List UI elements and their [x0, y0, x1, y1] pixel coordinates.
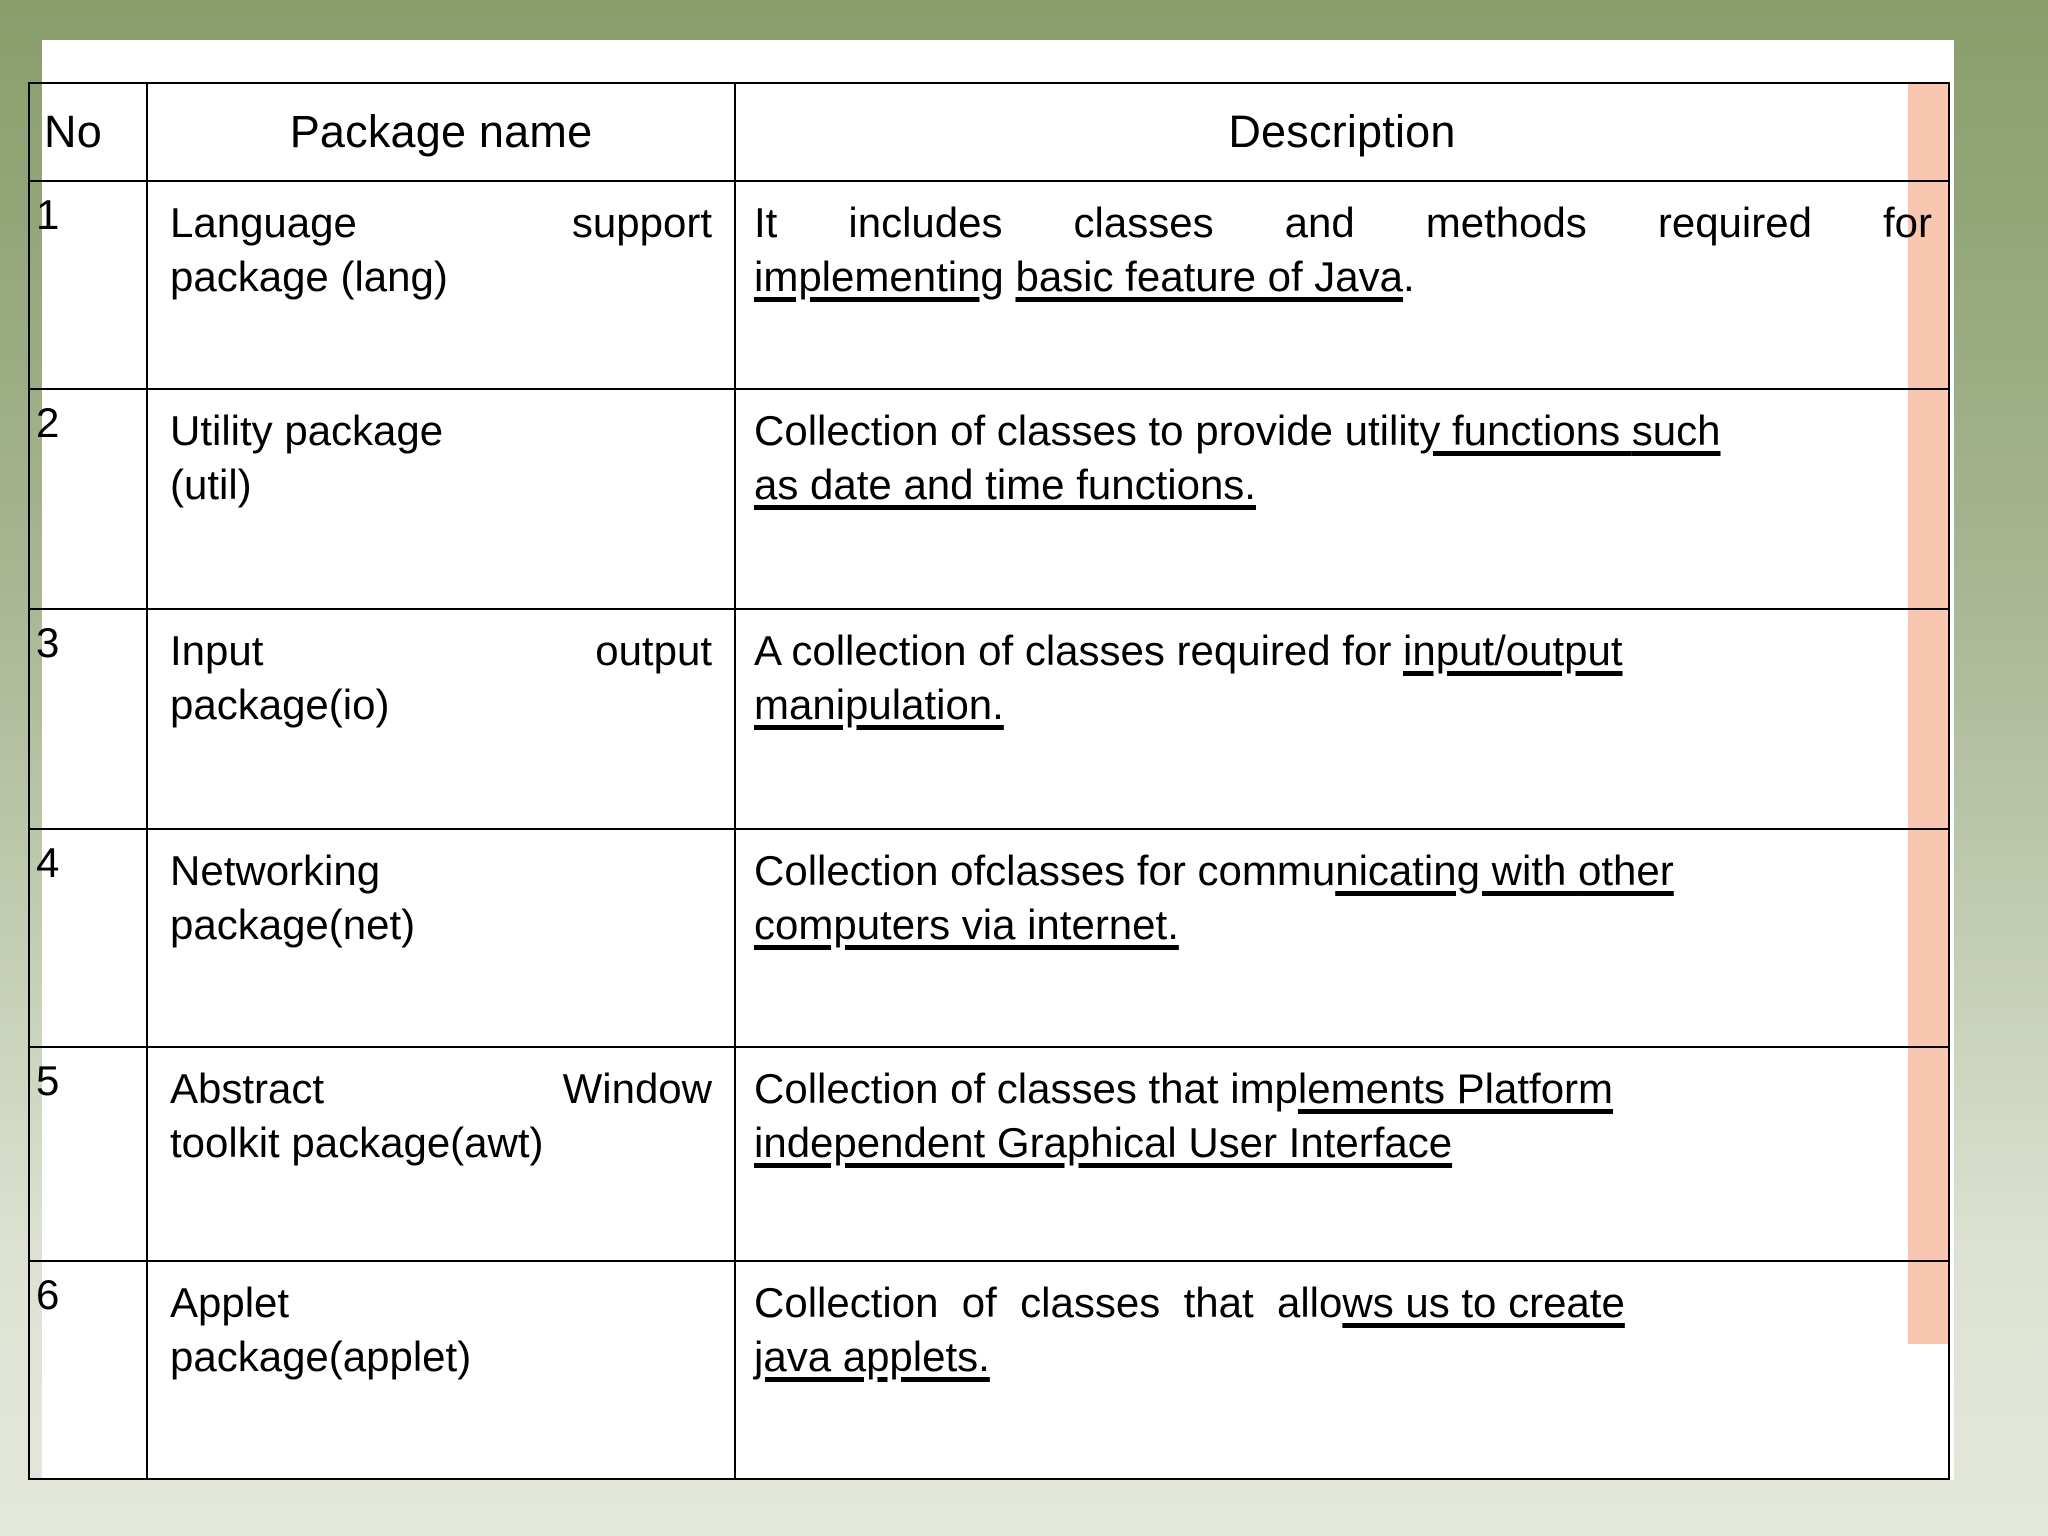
description-cell: Collection of classes to provide utility…: [734, 388, 1950, 610]
description-word: and: [1284, 199, 1355, 246]
description-text: A collection of classes required for: [754, 627, 1403, 674]
package-name-cell: Applet package(applet): [146, 1260, 736, 1480]
row-number-cell: 6: [28, 1260, 148, 1480]
description-underlined-text: ws us to create: [1342, 1279, 1625, 1326]
table-row: 4 Networking package(net) Collection ofc…: [28, 828, 1950, 1048]
package-name-line2: (util): [170, 460, 252, 508]
description-word: of: [961, 1279, 997, 1326]
description-word: allo: [1276, 1279, 1343, 1326]
description-tail: .: [1403, 252, 1415, 300]
column-header-no: No: [28, 82, 148, 182]
description-word: methods: [1425, 199, 1587, 246]
description-word: that: [1183, 1279, 1254, 1326]
description-cell: Collection ofclasses for communicating w…: [734, 828, 1950, 1048]
description-underlined-text: lements Platform: [1297, 1065, 1614, 1112]
description-text: Collection of classes to provide utilit: [754, 407, 1420, 454]
row-number-cell: 5: [28, 1046, 148, 1262]
description-word: It: [754, 199, 778, 246]
description-line2: java applets.: [754, 1330, 1932, 1384]
description-line2: implementing basic feature of Java.: [754, 250, 1932, 304]
description-underlined-text: implementing: [754, 252, 1004, 300]
description-underlined-text: manipulation.: [754, 680, 1004, 728]
description-word: for: [1882, 199, 1932, 246]
description-line1: Collection of classes that implements Pl…: [754, 1062, 1932, 1116]
package-table-container: No Package name Description 1 Language s…: [28, 82, 1950, 1480]
description-underlined-text: y functions: [1419, 407, 1632, 454]
row-number-cell: 2: [28, 388, 148, 610]
description-underlined-text: computers via internet.: [754, 900, 1179, 948]
package-name-cell: Input output package(io): [146, 608, 736, 830]
description-line1: Collection of classes that allows us to …: [754, 1276, 1932, 1330]
description-line1: Collection ofclasses for communicating w…: [754, 844, 1932, 898]
package-name-line1: Networking: [170, 847, 381, 894]
column-header-package-name: Package name: [146, 82, 736, 182]
package-name-line2: package(io): [170, 680, 390, 728]
package-name-line2: package (lang): [170, 252, 448, 300]
description-underlined-text: basic feature of Java: [1015, 252, 1404, 300]
description-underlined-text: as date and time functions.: [754, 460, 1256, 508]
package-name-cell: Abstract Window toolkit package(awt): [146, 1046, 736, 1262]
description-line2: computers via internet.: [754, 898, 1932, 952]
row-number-cell: 1: [28, 180, 148, 390]
description-cell: Collection of classes that allows us to …: [734, 1260, 1950, 1480]
table-row: 6 Applet package(applet) Collection of c…: [28, 1260, 1950, 1480]
description-underlined-text: input/output: [1403, 627, 1623, 674]
description-word: Collection: [754, 1279, 939, 1326]
description-word: required: [1657, 199, 1812, 246]
package-name-line1: Applet: [170, 1279, 290, 1326]
package-name-line2: package(applet): [170, 1332, 472, 1380]
table-row: 1 Language support package (lang) It inc…: [28, 180, 1950, 390]
package-name-word: Window: [562, 1065, 712, 1112]
description-cell: A collection of classes required for inp…: [734, 608, 1950, 830]
table-row: 2 Utility package (util) Collection of c…: [28, 388, 1950, 610]
description-underlined-text: other: [1578, 847, 1674, 894]
description-word: classes: [1073, 199, 1214, 246]
column-header-description: Description: [734, 82, 1950, 182]
description-underlined-text: independent Graphical User Interface: [754, 1118, 1453, 1166]
package-name-word: Language: [170, 199, 357, 246]
description-line2: manipulation.: [754, 678, 1932, 732]
description-word: includes: [848, 199, 1003, 246]
table-row: 3 Input output package(io) A collection …: [28, 608, 1950, 830]
package-name-line2: package(net): [170, 900, 416, 948]
package-name-word: support: [571, 199, 712, 246]
description-line2: independent Graphical User Interface: [754, 1116, 1932, 1170]
package-name-word: output: [595, 627, 712, 674]
description-line1: A collection of classes required for inp…: [754, 624, 1932, 678]
package-name-cell: Language support package (lang): [146, 180, 736, 390]
description-cell: Collection of classes that implements Pl…: [734, 1046, 1950, 1262]
description-underlined-text: java applets.: [754, 1332, 990, 1380]
row-number-cell: 4: [28, 828, 148, 1048]
description-cell: It includes classes and methods required…: [734, 180, 1950, 390]
table-header-row: No Package name Description: [28, 82, 1950, 182]
description-underlined-text: nicating with: [1335, 847, 1579, 894]
description-text: Collection of classes that imp: [754, 1065, 1298, 1112]
java-packages-table: No Package name Description 1 Language s…: [28, 82, 1950, 1480]
description-word: classes: [1020, 1279, 1161, 1326]
package-name-line2: toolkit package(awt): [170, 1118, 544, 1166]
description-line2: as date and time functions.: [754, 458, 1932, 512]
package-name-cell: Utility package (util): [146, 388, 736, 610]
package-name-word: Abstract: [170, 1065, 325, 1112]
description-text: Collection ofclasses for commu: [754, 847, 1336, 894]
description-line1: Collection of classes to provide utility…: [754, 404, 1932, 458]
package-name-cell: Networking package(net): [146, 828, 736, 1048]
package-name-line1: Utility package: [170, 407, 444, 454]
row-number-cell: 3: [28, 608, 148, 830]
description-underlined-text: such: [1631, 407, 1721, 454]
table-row: 5 Abstract Window toolkit package(awt) C…: [28, 1046, 1950, 1262]
package-name-word: Input: [170, 627, 264, 674]
